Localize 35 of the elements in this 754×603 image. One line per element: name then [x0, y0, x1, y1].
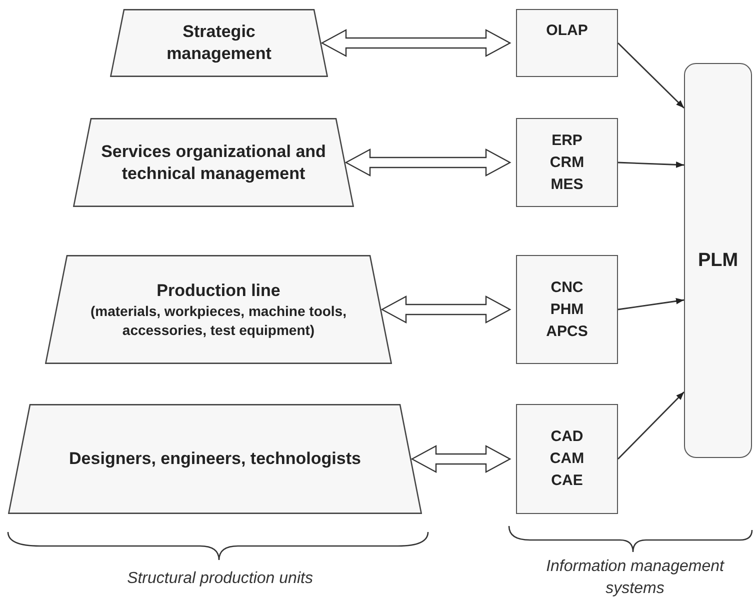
- system-label: MES: [550, 174, 584, 194]
- system-label: CAE: [551, 471, 583, 491]
- system-label: PHM: [550, 300, 584, 320]
- group-label: Structural production units: [126, 569, 314, 589]
- double-block-arrow: [380, 296, 512, 324]
- arrow: [618, 298, 684, 310]
- system-label: CRM: [550, 152, 584, 172]
- unit-label: (materials, workpieces, machine tools, accessories, test equipment): [90, 302, 348, 340]
- unit-label: Strategic management: [166, 21, 272, 65]
- trapezoid-box: [73, 118, 354, 207]
- trapezoid-box: [110, 9, 328, 77]
- arrow: [618, 42, 684, 108]
- system-label: ERP: [552, 130, 582, 150]
- double-block-arrow: [344, 148, 512, 176]
- system-label: OLAP: [546, 21, 588, 41]
- unit-label: Services organizational and technical management: [100, 140, 327, 184]
- group-label: Information management systems: [545, 557, 726, 599]
- plm-box: [684, 63, 752, 458]
- trapezoid-box: [45, 255, 392, 364]
- unit-label: Designers, engineers, technologists: [69, 448, 361, 470]
- system-label: CAD: [550, 427, 584, 447]
- trapezoid-box: [8, 404, 422, 514]
- system-box: [516, 255, 618, 364]
- system-label: APCS: [546, 322, 588, 342]
- system-box: [516, 9, 618, 77]
- unit-label: Production line: [156, 280, 280, 302]
- arrow: [618, 162, 684, 168]
- double-block-arrow: [320, 29, 512, 57]
- system-box: [516, 404, 618, 514]
- system-label: CNC: [550, 278, 584, 298]
- double-block-arrow: [410, 445, 512, 473]
- system-box: [516, 118, 618, 207]
- system-label: CAM: [550, 449, 584, 469]
- system-label: PLM: [698, 250, 738, 272]
- arrow: [618, 392, 684, 460]
